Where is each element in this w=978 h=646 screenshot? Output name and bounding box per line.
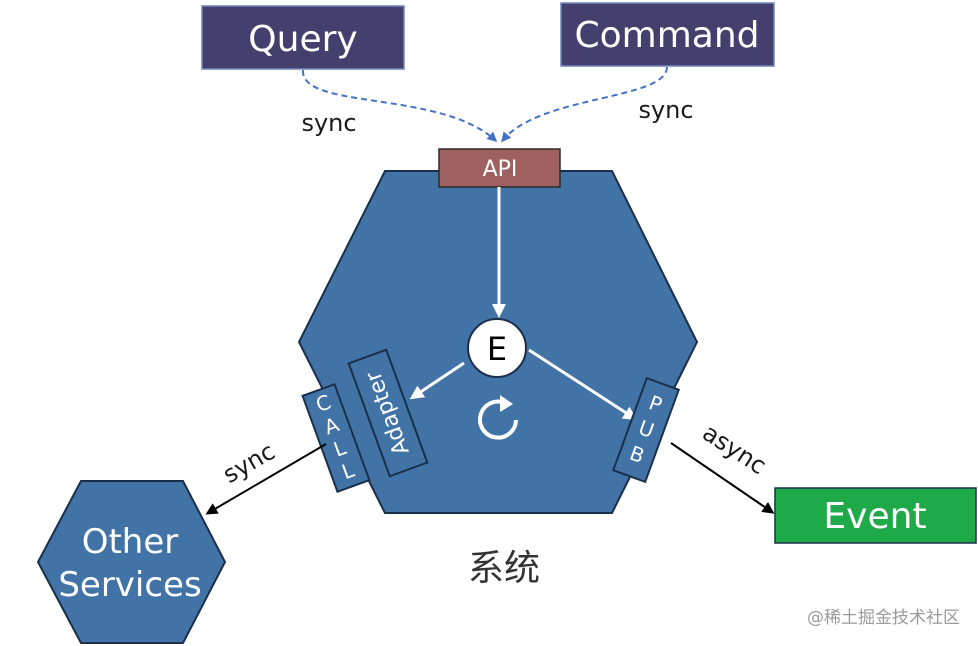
- other-services-line2: Services: [58, 565, 201, 605]
- refresh-icon: [478, 395, 518, 440]
- query-label: Query: [248, 19, 357, 60]
- other-services-line1: Other: [82, 522, 179, 562]
- command-box: Command: [560, 2, 775, 67]
- query-sync-label: sync: [301, 109, 356, 137]
- command-label: Command: [574, 15, 759, 56]
- entity-label: E: [487, 330, 507, 368]
- event-box: Event: [774, 487, 977, 544]
- query-to-api-edge: [301, 69, 498, 143]
- call-to-other-services-arrow: [205, 443, 327, 515]
- entity-to-pub-arrow: [528, 348, 638, 421]
- entity-node: E: [467, 318, 527, 378]
- api-box: API: [438, 148, 561, 188]
- pub-async-label: async: [697, 419, 771, 481]
- call-sync-label: sync: [218, 437, 280, 489]
- command-sync-label: sync: [638, 96, 693, 124]
- pub-box: P U B: [611, 376, 681, 484]
- command-to-api-edge: [501, 66, 668, 143]
- api-label: API: [483, 157, 518, 182]
- entity-to-adapter-arrow: [409, 361, 465, 400]
- pub-to-event-arrow: [670, 442, 775, 514]
- watermark: @稀土掘金技术社区: [807, 608, 960, 628]
- other-services-node: Other Services: [36, 480, 227, 644]
- system-label: 系统: [468, 548, 540, 589]
- query-box: Query: [201, 5, 405, 70]
- call-box: C A L L: [301, 382, 371, 494]
- event-label: Event: [823, 496, 926, 537]
